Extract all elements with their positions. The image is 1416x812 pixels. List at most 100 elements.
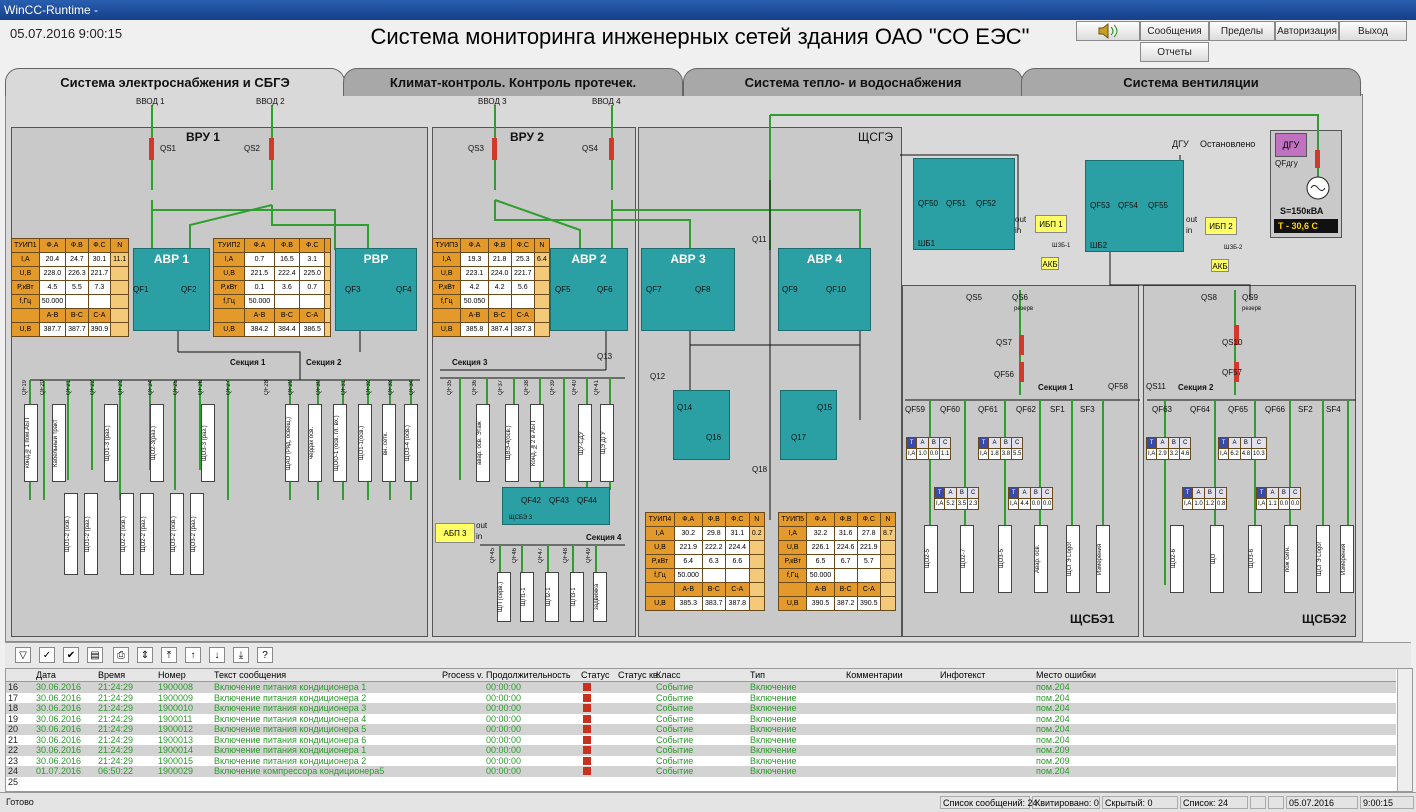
load-tag[interactable]: ЩО1-2 (раз.) — [84, 493, 98, 575]
shsbe3-block[interactable]: QF42 QF43 QF44 ЩСБЭ 3 — [502, 487, 610, 525]
load-tag[interactable]: ЩО — [1210, 525, 1224, 593]
load-tag[interactable]: ЩП2-1 — [545, 572, 559, 622]
load-tag[interactable]: ЩЭ ДГУ — [600, 404, 614, 482]
load-tag[interactable]: ЩО2-2 (раз.) — [140, 493, 154, 575]
akb1-tag[interactable]: АКБ — [1041, 257, 1059, 270]
report-icon[interactable]: ▤ — [87, 647, 103, 663]
load-tag[interactable]: ЩУ-СДУ — [578, 404, 592, 482]
last-icon[interactable]: ⤓ — [233, 647, 249, 663]
grid-header-cell[interactable]: Статус кв. — [618, 670, 661, 680]
load-tag[interactable]: Авар. осв. — [1034, 525, 1048, 593]
load-tag[interactable]: ЩО2-3(раз.) — [150, 404, 164, 482]
grid-header-cell[interactable]: Класс — [656, 670, 681, 680]
avr3-block[interactable]: АВР 3 — [641, 248, 735, 331]
load-tag[interactable]: ЩО1-1(осв.) — [358, 404, 372, 482]
filter-icon[interactable]: ▽ — [15, 647, 31, 663]
load-tag[interactable]: ЩО2-2 (осв.) — [120, 493, 134, 575]
message-grid[interactable]: Дата Время Номер Текст сообщения Process v.П… — [5, 668, 1413, 792]
next-icon[interactable]: ↓ — [209, 647, 225, 663]
limits-button[interactable]: Пределы — [1209, 21, 1275, 41]
load-tag[interactable]: ЩП1-1 — [520, 572, 534, 622]
tab-heat-water[interactable]: Система тепло- и водоснабжения — [683, 68, 1023, 96]
load-tag[interactable]: ЩСГЭ Logo! — [1316, 525, 1330, 593]
load-tag[interactable]: ЩО3-5 — [998, 525, 1012, 593]
ups1-tag[interactable]: ИБП 1 — [1035, 215, 1067, 233]
load-tag[interactable]: ЩАО (Ряд, освещ.) — [285, 404, 299, 482]
avr1-block[interactable]: АВР 1 — [133, 248, 210, 331]
load-tag[interactable]: задвижка — [593, 572, 607, 622]
grid-header-cell[interactable]: Тип — [750, 670, 766, 680]
ups2-tag[interactable]: ИБП 2 — [1205, 217, 1237, 235]
first-icon[interactable]: ⤒ — [161, 647, 177, 663]
akb2-tag[interactable]: АКБ — [1211, 259, 1229, 272]
load-tag[interactable]: чердак осв. — [308, 404, 322, 482]
load-tag[interactable]: Измерения — [1096, 525, 1110, 593]
grid-header-cell[interactable]: Дата — [36, 670, 56, 680]
print-icon[interactable]: ⎙ — [113, 647, 129, 663]
tab-power-supply[interactable]: Система электроснабжения и СБГЭ — [5, 68, 345, 96]
load-tag[interactable]: вн. сетк. — [382, 404, 396, 482]
load-tag[interactable]: ЩП (серв.) — [497, 572, 511, 622]
grid-header-cell[interactable]: Статус — [581, 670, 610, 680]
grid-header-cell[interactable]: Комментарии — [846, 670, 903, 680]
load-tag[interactable]: Измерения — [1340, 525, 1354, 593]
load-tag[interactable]: ЩО3-2 (раз.) — [190, 493, 204, 575]
table-row[interactable]: 25 — [6, 776, 1396, 787]
load-tag[interactable]: ЩСГЭ Logo! — [1066, 525, 1080, 593]
ack-all-icon[interactable]: ✔ — [63, 647, 79, 663]
load-tag[interactable]: авар. осв. Этаж — [476, 404, 490, 482]
load-tag[interactable]: ЩО2-6 — [1170, 525, 1184, 593]
avr2-block[interactable]: АВР 2 — [550, 248, 628, 331]
load-tag[interactable]: Кабельный тракт — [52, 404, 66, 482]
avr4-block[interactable]: АВР 4 — [778, 248, 871, 331]
messages-button[interactable]: Сообщения — [1140, 21, 1209, 41]
load-tag[interactable]: ЩО2-7 — [960, 525, 974, 593]
tab-ventilation[interactable]: Система вентиляции — [1021, 68, 1361, 96]
reports-button[interactable]: Отчеты — [1140, 42, 1209, 62]
tab-climate-control[interactable]: Климат-контроль. Контроль протечек. — [343, 68, 683, 96]
load-tag[interactable]: ЩО3-2 (осв.) — [170, 493, 184, 575]
load-tag[interactable]: ЩО3-4 (осв.) — [404, 404, 418, 482]
load-tag[interactable]: ЩО2-5 — [924, 525, 938, 593]
grid-header-cell[interactable]: Место ошибки — [1036, 670, 1097, 680]
dgu-button[interactable]: ДГУ — [1275, 133, 1307, 157]
load-tag[interactable]: ЩО1-3 (раз.) — [104, 404, 118, 482]
load-tag[interactable]: ЩО3-6 — [1248, 525, 1262, 593]
grid-header-cell[interactable]: Process v. — [442, 670, 484, 680]
auth-button[interactable]: Авторизация — [1275, 21, 1339, 41]
load-tag[interactable]: Конд. №2 в АБП — [530, 404, 544, 482]
grid-header-cell[interactable]: Время — [98, 670, 126, 680]
sort-icon[interactable]: ⇕ — [137, 647, 153, 663]
grid-header-cell[interactable]: Инфотекст — [940, 670, 986, 680]
abp3-tag[interactable]: АБП 3 — [435, 523, 475, 543]
grid-header-cell[interactable]: Продолжительность — [486, 670, 571, 680]
load-tag[interactable]: конд.№1 пом.АБП — [24, 404, 38, 482]
shb2-block[interactable]: QF53 QF54 QF55 ШБ2 — [1085, 160, 1184, 252]
load-tag[interactable]: ЩВЭ-4(осв.) — [505, 404, 519, 482]
load-tag[interactable]: ЩП3-1 — [570, 572, 584, 622]
help-icon[interactable]: ? — [257, 647, 273, 663]
prev-icon[interactable]: ↑ — [185, 647, 201, 663]
load-tag[interactable]: ЩО1-2 (осв.) — [64, 493, 78, 575]
rvr-block[interactable]: РВР — [335, 248, 417, 331]
q15-q17-block[interactable]: Q15 Q17 — [780, 390, 837, 460]
grid-header-cell[interactable]: Текст сообщения — [214, 670, 287, 680]
q14-q16-block[interactable]: Q14 Q16 — [673, 390, 730, 460]
ack-icon[interactable]: ✓ — [39, 647, 55, 663]
shb1-block[interactable]: QF50 QF51 QF52 ШБ1 — [913, 158, 1015, 250]
sound-icon-button[interactable] — [1076, 21, 1140, 41]
exit-button[interactable]: Выход — [1339, 21, 1407, 41]
grid-scrollbar[interactable] — [1397, 669, 1412, 791]
load-tag[interactable]: ЩОО-1 (осв. гл. вх.) — [333, 404, 347, 482]
load-tag[interactable]: пож сигн. — [1284, 525, 1298, 593]
grid-header-cell[interactable]: Номер — [158, 670, 186, 680]
